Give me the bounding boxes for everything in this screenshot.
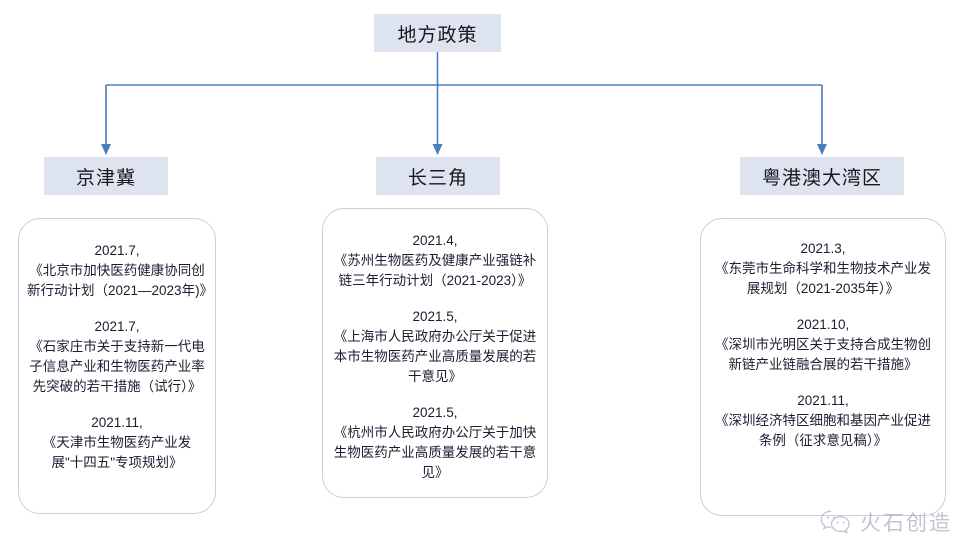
root-node-label: 地方政策 — [397, 24, 478, 46]
policy-date: 2021.5, — [412, 308, 458, 324]
policy-date: 2021.4, — [412, 233, 458, 248]
arrowhead-jingjinji — [101, 144, 111, 155]
policy-title: 《深圳经济特区细胞和基因产业促进条例（征求意见稿）》 — [715, 412, 931, 448]
policy-date: 2021.7, — [94, 243, 140, 258]
policy-title: 《北京市加快医药健康协同创新行动计划（2021—2023年)》 — [27, 262, 214, 298]
policy-date: 2021.11, — [797, 392, 849, 408]
policy-date: 2021.3, — [800, 241, 846, 256]
policy-title: 《东莞市生命科学和生物技术产业发展规划（2021-2035年）》 — [715, 260, 931, 296]
policy-entry: 2021.11, 《深圳经济特区细胞和基因产业促进条例（征求意见稿）》 — [709, 391, 937, 451]
policy-date: 2021.10, — [796, 316, 850, 332]
arrowhead-yuegangao — [817, 144, 827, 155]
policy-entry: 2021.5, 《杭州市人民政府办公厅关于加快生物医药产业高质量发展的若干意见》 — [331, 403, 539, 483]
policy-entry: 2021.11, 《天津市生物医药产业发展"十四五"专项规划》 — [27, 413, 207, 473]
region-label: 长三角 — [407, 167, 468, 189]
policy-entry: 2021.7, 《石家庄市关于支持新一代电子信息产业和生物医药产业率先突破的若干… — [27, 317, 207, 397]
root-node: 地方政策 — [374, 14, 501, 52]
policy-date: 2021.11, — [91, 414, 143, 430]
policy-title: 《天津市生物医药产业发展"十四五"专项规划》 — [42, 434, 192, 470]
arrowhead-changsanjiao — [432, 144, 443, 155]
policy-date: 2021.7, — [94, 318, 140, 334]
region-label: 京津冀 — [75, 167, 136, 189]
region-node-changsanjiao: 长三角 — [376, 157, 500, 195]
wechat-icon — [820, 510, 850, 534]
policy-card-jingjinji: 2021.7, 《北京市加快医药健康协同创新行动计划（2021—2023年)》 … — [18, 218, 216, 514]
region-label: 粤港澳大湾区 — [761, 167, 882, 189]
policy-title: 《苏州生物医药及健康产业强链补链三年行动计划（2021-2023）》 — [333, 252, 537, 288]
region-node-jingjinji: 京津冀 — [44, 157, 168, 195]
watermark-text: 火石创造 — [860, 512, 952, 535]
policy-entry: 2021.5, 《上海市人民政府办公厅关于促进本市生物医药产业高质量发展的若干意… — [331, 307, 539, 387]
policy-title: 《石家庄市关于支持新一代电子信息产业和生物医药产业率先突破的若干措施（试行）》 — [29, 338, 205, 394]
policy-entry: 2021.10, 《深圳市光明区关于支持合成生物创新链产业链融合展的若干措施》 — [709, 315, 937, 375]
policy-title: 《上海市人民政府办公厅关于促进本市生物医药产业高质量发展的若干意见》 — [333, 328, 537, 384]
watermark: 火石创造 — [819, 507, 952, 537]
region-node-yuegangao: 粤港澳大湾区 — [740, 157, 904, 195]
policy-card-yuegangao: 2021.3, 《东莞市生命科学和生物技术产业发展规划（2021-2035年）》… — [700, 218, 946, 516]
policy-entry: 2021.3, 《东莞市生命科学和生物技术产业发展规划（2021-2035年）》 — [709, 239, 937, 299]
policy-date: 2021.5, — [412, 404, 458, 420]
policy-card-changsanjiao: 2021.4, 《苏州生物医药及健康产业强链补链三年行动计划（2021-2023… — [322, 208, 548, 498]
policy-title: 《杭州市人民政府办公厅关于加快生物医药产业高质量发展的若干意见》 — [333, 424, 537, 480]
policy-entry: 2021.7, 《北京市加快医药健康协同创新行动计划（2021—2023年)》 — [27, 241, 214, 301]
policy-title: 《深圳市光明区关于支持合成生物创新链产业链融合展的若干措施》 — [715, 336, 931, 372]
policy-entry: 2021.4, 《苏州生物医药及健康产业强链补链三年行动计划（2021-2023… — [331, 231, 539, 291]
